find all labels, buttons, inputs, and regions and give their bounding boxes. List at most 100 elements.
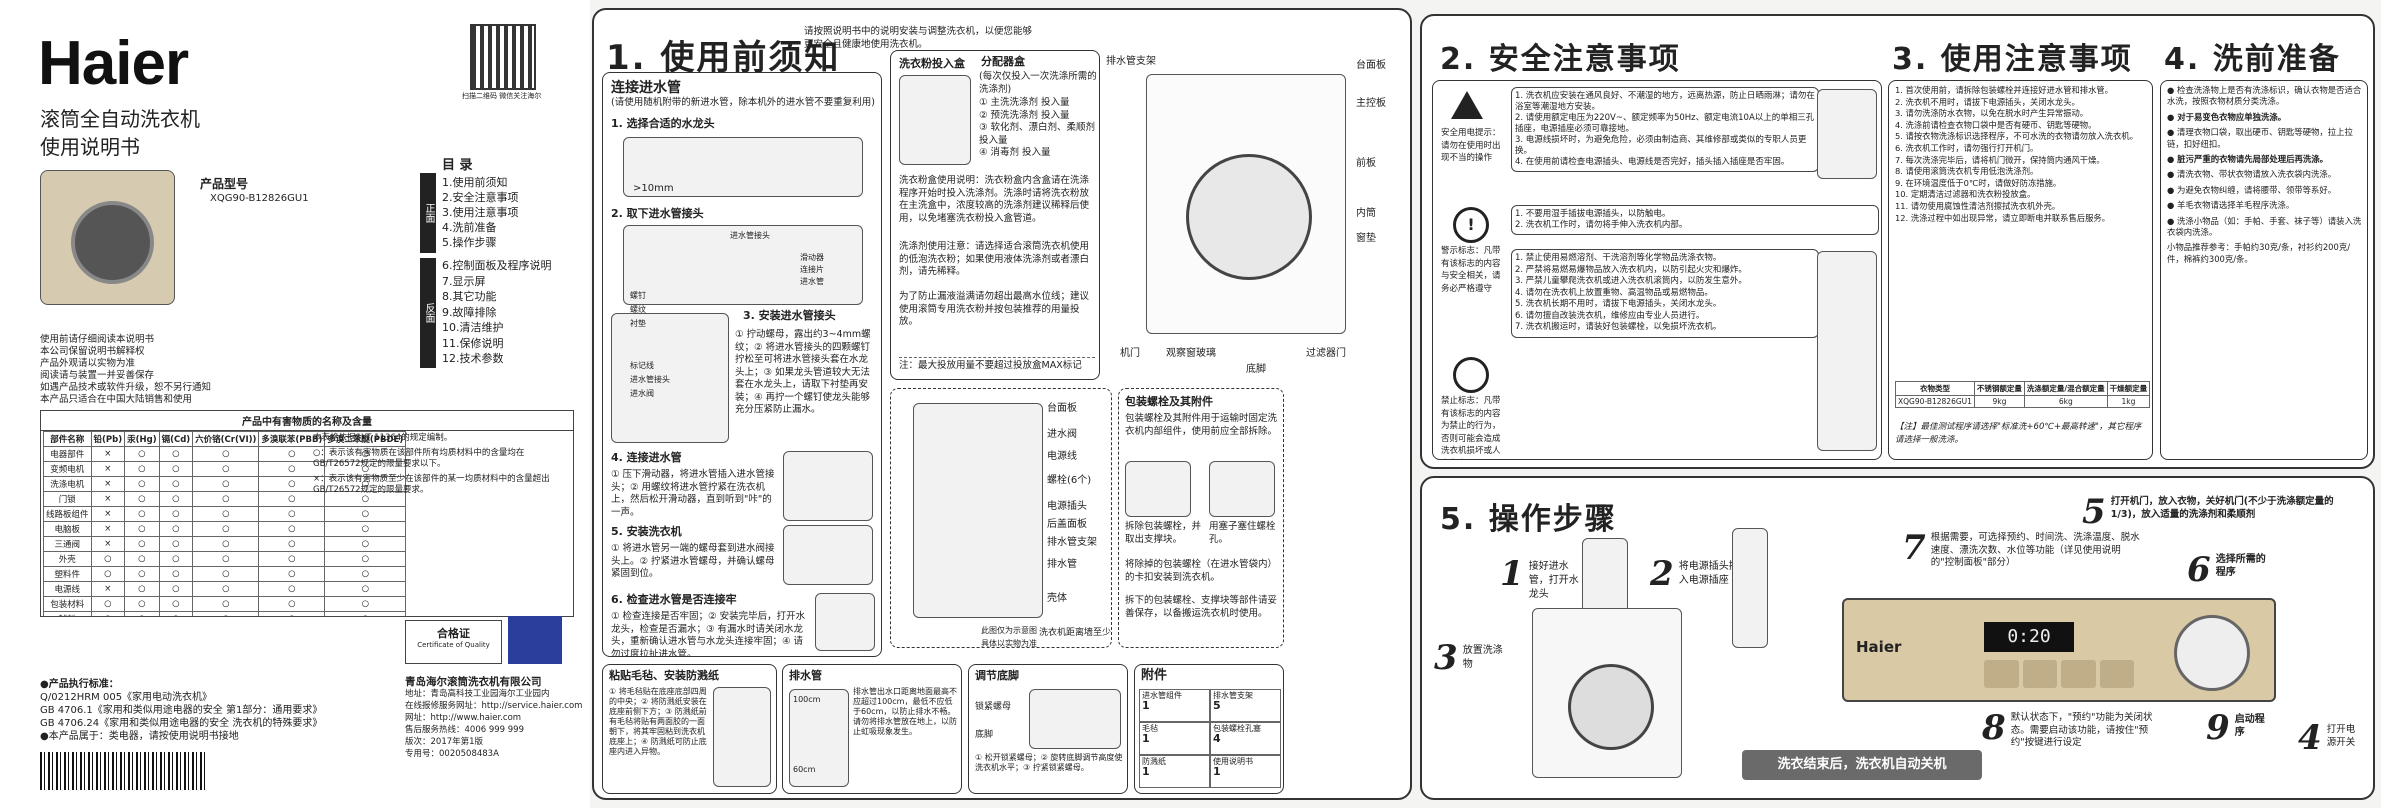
accessories-title: 附件 xyxy=(1141,668,1168,683)
material-header-cell: 部件名称 xyxy=(43,431,92,447)
material-cell: ○ xyxy=(158,491,194,507)
accessory-name: 排水管支架 xyxy=(1213,691,1253,700)
material-cell: × xyxy=(90,476,126,492)
toc-item[interactable]: 7.显示屏 xyxy=(442,274,486,288)
cover-panel: Haier 滚筒全自动洗衣机 使用说明书 产品型号 XQG90-B12826GU… xyxy=(0,0,590,808)
toc-item[interactable]: 12.技术参数 xyxy=(442,352,504,365)
panel-button[interactable] xyxy=(2099,660,2134,688)
material-row: 三通阀×○○○○○ xyxy=(43,536,407,552)
material-cell: ○ xyxy=(124,566,160,582)
material-cell: ○ xyxy=(324,521,407,537)
toc-item[interactable]: 3.使用注意事项 xyxy=(442,206,519,219)
material-table: 部件名称铅(Pb)汞(Hg)镉(Cd)六价铬(Cr(VI))多溴联苯(PBB)多… xyxy=(43,431,407,616)
material-cell: 电源线 xyxy=(43,581,92,597)
washer-step-illustration xyxy=(1532,608,1682,778)
dispenser-note2: 洗涤剂使用注意：请选择适合滚筒洗衣机使用的低泡洗衣粉；如果使用液体洗涤剂或者漂白… xyxy=(899,241,1090,277)
material-cell: ○ xyxy=(158,581,194,597)
material-cell: ○ xyxy=(124,506,160,522)
material-header-cell: 六价铬(Cr(VI)) xyxy=(192,431,260,447)
material-cell: ○ xyxy=(124,521,160,537)
washer-back-body xyxy=(913,403,1043,618)
toc-item[interactable]: 11.保修说明 xyxy=(442,336,504,350)
usage-note: 【注】最佳测试程序请选择"标准洗+60℃+最高转速"，其它程序请选择一般洗涤。 xyxy=(1895,422,2142,445)
material-cell: ○ xyxy=(90,611,126,616)
faucet-illustration xyxy=(623,137,863,197)
step-5: 5 打开机门，放入衣物，关好机门(不少于洗涤额定量的1/3)，放入适量的洗涤剂和… xyxy=(2082,492,2334,532)
panel-button[interactable] xyxy=(2022,660,2057,688)
toc-item[interactable]: 10.清洁维护 xyxy=(442,321,504,334)
toc-item[interactable]: 1.使用前须知 xyxy=(442,176,508,189)
step-a1: 1. 选择合适的水龙头 xyxy=(611,117,715,130)
feet-text: ① 松开锁紧螺母；② 旋转底脚调节高度使洗衣机水平；③ 拧紧锁紧螺母。 xyxy=(975,753,1123,772)
adjust-feet-title: 调节底脚 xyxy=(975,669,1019,682)
drain-hose-title: 排水管 xyxy=(789,669,822,682)
dispenser-title: 洗衣粉投入盒 xyxy=(899,57,965,70)
cover-notes: 使用前请仔细阅读本说明书本公司保留说明书解释权产品外观请以实物为准 阅读请与装置… xyxy=(40,334,212,405)
material-cell: 包装材料 xyxy=(43,596,92,612)
accessory-name: 进水管组件 xyxy=(1142,691,1182,700)
step-8: 8 默认状态下，"预约"功能为关闭状态。需要启动该功能，请按住"预约"按键进行设… xyxy=(1982,708,2153,748)
toc-item[interactable]: 2.安全注意事项 xyxy=(442,191,519,204)
material-cell: 洗涤电机 xyxy=(43,476,92,492)
toc-item[interactable]: 9.故障排除 xyxy=(442,305,497,319)
material-cell: 外壳 xyxy=(43,551,92,567)
check-hose-illustration xyxy=(815,593,875,651)
toc-side-front: 正面 xyxy=(423,203,434,223)
step-a5: 5. 安装洗衣机 xyxy=(611,525,682,538)
material-cell: ○ xyxy=(324,551,407,567)
packing-bolts-box: 包装螺栓及其附件 包装螺栓及其附件用于运输时固定洗衣机内部组件，使用前应全部拆除… xyxy=(1118,388,1284,648)
safety-side3: 禁止标志：凡带有该标志的内容为禁止的行为，否则可能会造成洗衣机损坏或人身伤害 xyxy=(1441,396,1501,459)
step-a4-text: ① 压下滑动器，将进水管插入进水管接头；② 用螺纹将进水管拧紧在洗衣机上，然后松… xyxy=(611,469,775,518)
material-row: 变频电机×○○○○○ xyxy=(43,461,407,477)
safety-child-illustration xyxy=(1817,251,1877,451)
section2-title: 2. 安全注意事项 xyxy=(1440,42,1681,77)
program-knob[interactable] xyxy=(2174,615,2250,691)
step-a6: 6. 检查进水管是否连接牢 xyxy=(611,593,737,606)
step-2: 2 将电源插头插入电源插座 xyxy=(1650,554,1739,594)
panel-button[interactable] xyxy=(1984,660,2019,688)
packing-bolts-note2: 拆下的包装螺栓、支撑块等部件请妥善保存，以备搬运洗衣机时使用。 xyxy=(1125,595,1278,619)
toc-item[interactable]: 5.操作步骤 xyxy=(442,236,497,249)
product-title-line2: 使用说明书 xyxy=(40,135,140,159)
material-cell: ○ xyxy=(158,461,194,477)
panel-button[interactable] xyxy=(2061,660,2096,688)
material-cell: ○ xyxy=(192,566,260,582)
toc-item[interactable]: 4.洗前准备 xyxy=(442,221,497,234)
prep-box: ● 检查洗涤物上是否有洗涤标识，确认衣物是否适合水洗，按照衣物材质分类洗涤。● … xyxy=(2160,80,2368,460)
install-washer-illustration xyxy=(783,525,873,585)
material-row: 电脑板×○○○○○ xyxy=(43,521,407,537)
step-6: 6 选择所需的程序 xyxy=(2187,550,2266,590)
toc-back-tab: 反面 xyxy=(420,258,436,368)
material-note2: ○：表示该有害物质在该部件所有均质材料中的含量均在GB/T26572规定的限量要… xyxy=(313,448,525,469)
material-cell: ○ xyxy=(324,596,407,612)
packing-bolts-note: 将除掉的包装螺栓（在进水管袋内）的卡扣安装到洗衣机。 xyxy=(1125,559,1278,583)
step-9: 9 启动程序 xyxy=(2206,708,2265,748)
material-cell: ○ xyxy=(324,536,407,552)
bolts-illustration2 xyxy=(1209,461,1275,517)
safety-side1: 安全用电提示：请勿在使用时出现不当的操作 xyxy=(1441,128,1501,163)
packing-bolts-text: 包装螺栓及其附件用于运输时固定洗衣机内部组件，使用前应全部拆除。 xyxy=(1125,413,1278,437)
accessory-count: 1 xyxy=(1213,765,1221,778)
washer-back-view: 台面板 进水阀 电源线 螺栓(6个) 电源插头 后盖面板 排水管支架 排水管 壳… xyxy=(890,388,1112,648)
safety-items2: 1. 不要用湿手插拔电源插头，以防触电。2. 洗衣机工作时，请勿将手伸入洗衣机内… xyxy=(1511,205,1879,235)
material-cell: 辅料 xyxy=(43,611,92,616)
material-row: 门锁×○○○○○ xyxy=(43,491,407,507)
dispenser-box: 洗衣粉投入盒 分配器盒 (每次仅投入一次洗涤所需的洗涤剂) ① 主洗洗涤剂 投入… xyxy=(890,50,1100,380)
toc-item[interactable]: 6.控制面板及程序说明 xyxy=(442,259,552,272)
felt-illustration xyxy=(713,687,771,787)
barcode xyxy=(40,752,205,790)
material-cell: ○ xyxy=(258,581,326,597)
toc-item[interactable]: 8.其它功能 xyxy=(442,290,497,303)
control-panel: Haier 0:20 xyxy=(1842,598,2276,702)
safety-items1: 1. 洗衣机应安装在通风良好、不潮湿的地方，远离热源，防止日晒雨淋；请勿在浴室等… xyxy=(1511,87,1819,172)
product-title: 滚筒全自动洗衣机 使用说明书 xyxy=(40,105,200,161)
material-header-cell: 铅(Pb) xyxy=(90,431,126,447)
capacity-table: 衣物类型不锈钢额定量洗涤额定量/混合额定量干燥额定量 XQG90-B12826G… xyxy=(1895,381,2151,408)
qr-caption: 扫描二维码 微信关注海尔 xyxy=(462,92,542,100)
brand-logo: Haier xyxy=(38,29,189,98)
material-cell: 线路板组件 xyxy=(43,506,92,522)
